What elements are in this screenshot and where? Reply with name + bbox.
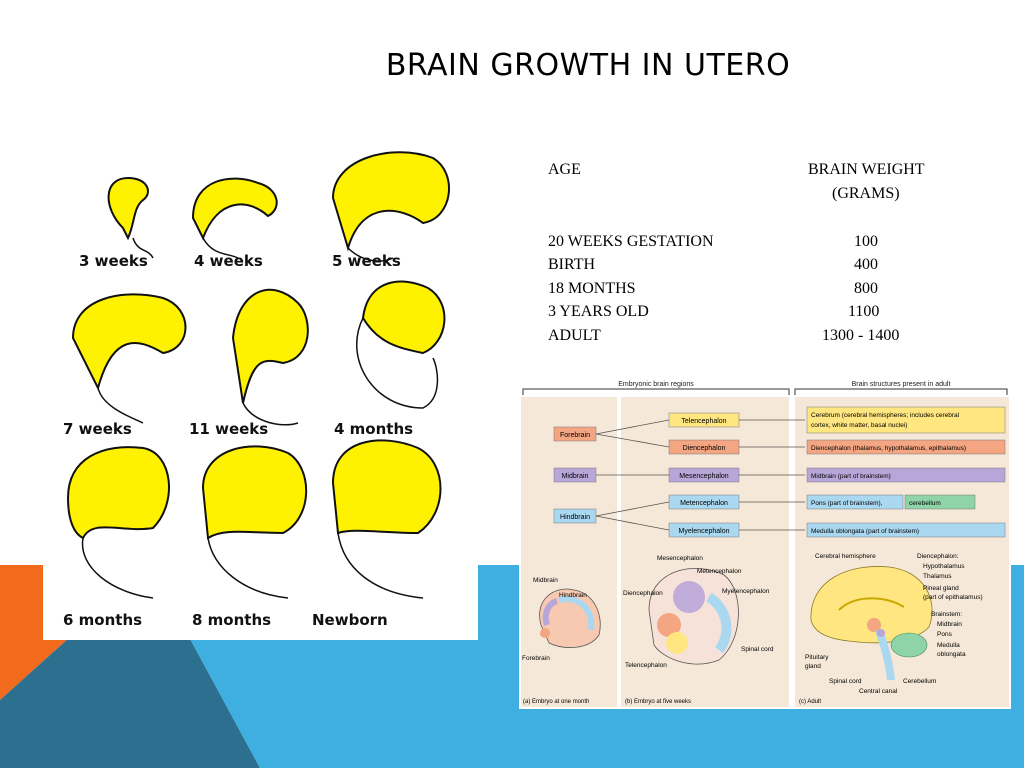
stage-3w-brain [107,176,149,241]
label-b-telencephalon: Telencephalon [625,662,667,669]
caption-b: (b) Embryo at five weeks [625,699,691,705]
region-diencephalon: Diencephalon [683,445,726,452]
stage-label-newborn: Newborn [312,611,388,629]
label-a-forebrain: Forebrain [522,655,550,662]
brain-stages-drawing [66,151,450,599]
region-forebrain: Forebrain [560,432,590,439]
table-row-weight: 400 [854,256,878,273]
label-c-diencephalon: Diencephalon: [917,553,959,560]
stage-11w-brain [231,288,309,404]
label-b-diencephalon: Diencephalon [623,590,663,597]
region-metencephalon: Metencephalon [680,500,728,507]
regions-header-right: Brain structures present in adult [852,381,951,388]
table-row-weight: 1100 [848,303,880,320]
stage-6m-brain [66,446,170,540]
stage-label-5-weeks: 5 weeks [332,252,401,270]
label-c-hypothalamus: Hypothalamus [923,563,965,570]
label-c-gland: gland [805,663,821,670]
embryo-one-month-drawing [539,588,601,648]
label-c-thalamus: Thalamus [923,573,952,580]
adult-medulla: Medulla oblongata (part of brainstem) [811,528,919,535]
label-c-pineal-gland: Pineal gland [923,585,959,592]
caption-c: (c) Adult [799,699,821,705]
label-c-epithalamus: (part of epithalamus) [923,594,983,601]
stage-8m-brain [201,445,308,540]
stage-label-6-months: 6 months [63,611,143,629]
stage-label-8-months: 8 months [192,611,272,629]
table-row-age: BIRTH [548,256,596,273]
label-c-midbrain: Midbrain [937,621,962,628]
region-hindbrain: Hindbrain [560,514,590,521]
caption-a: (a) Embryo at one month [523,699,589,705]
label-c-cerebellum: Cerebellum [903,678,936,685]
stage-5w-brain [331,151,450,252]
brain-regions-figure: Embryonic brain regions Brain structures… [519,375,1011,709]
stage-4w-brain [191,177,278,241]
label-b-myelencephalon: Myelencephalon [722,588,770,595]
brain-weight-table: AGE BRAIN WEIGHT (GRAMS) 20 WEEKS GESTAT… [548,158,978,358]
label-b-spinal-cord: Spinal cord [741,646,774,653]
label-c-brainstem: Brainstem: [931,611,962,618]
table-row-weight: 800 [854,280,878,297]
label-c-oblongata: oblongata [937,651,966,658]
label-c-spinal-cord: Spinal cord [829,678,862,685]
stage-4m-brain [361,280,446,355]
label-a-midbrain: Midbrain [533,577,558,584]
label-a-hindbrain: Hindbrain [559,592,587,599]
label-b-metencephalon: Metencephalon [697,568,742,575]
stage-label-7-weeks: 7 weeks [63,420,132,438]
label-c-pons: Pons [937,631,953,638]
stage-newborn-brain [331,439,442,535]
regions-header-left: Embryonic brain regions [618,381,694,388]
table-header-units: (GRAMS) [832,185,900,202]
adult-diencephalon: Diencephalon (thalamus, hypothalamus, ep… [811,445,966,452]
table-row-age: ADULT [548,327,601,344]
table-row-weight: 1300 - 1400 [822,327,900,344]
adult-midbrain: Midbrain (part of brainstem) [811,473,891,480]
region-mesencephalon: Mesencephalon [679,473,729,480]
label-c-central-canal: Central canal [859,688,898,695]
table-header-weight: BRAIN WEIGHT [808,161,925,178]
brain-regions-drawing: Embryonic brain regions Brain structures… [521,381,1009,707]
region-telencephalon: Telencephalon [681,418,726,425]
label-b-mesencephalon: Mesencephalon [657,555,703,562]
table-row-age: 20 WEEKS GESTATION [548,233,714,250]
label-c-medulla: Medulla [937,642,960,649]
table-row-weight: 100 [854,233,878,250]
table-row-age: 3 YEARS OLD [548,303,649,320]
brain-stages-figure: 3 weeks 4 weeks 5 weeks 7 weeks 11 weeks… [43,138,478,640]
label-c-cerebral-hemisphere: Cerebral hemisphere [815,553,876,560]
adult-pons: Pons (part of brainstem), [811,500,883,507]
label-c-pituitary: Pituitary [805,654,829,661]
adult-cerebrum: Cerebrum (cerebral hemispheres; includes… [811,412,960,419]
stage-label-11-weeks: 11 weeks [189,420,269,438]
embryo-five-weeks-drawing [648,568,739,665]
adult-brain-drawing [810,566,933,681]
stage-label-4-weeks: 4 weeks [194,252,263,270]
stage-label-3-weeks: 3 weeks [79,252,148,270]
table-row-age: 18 MONTHS [548,280,636,297]
dark-corner-shape [0,565,260,768]
table-header-age: AGE [548,161,581,178]
adult-cerebrum-2: cortex, white matter, basal nuclei) [811,422,907,429]
slide-title: BRAIN GROWTH IN UTERO [385,48,791,83]
stage-7w-brain [71,293,187,391]
adult-cerebellum: cerebellum [909,500,941,507]
region-myelencephalon: Myelencephalon [679,528,730,535]
stage-label-4-months: 4 months [334,420,414,438]
region-midbrain: Midbrain [562,473,589,480]
